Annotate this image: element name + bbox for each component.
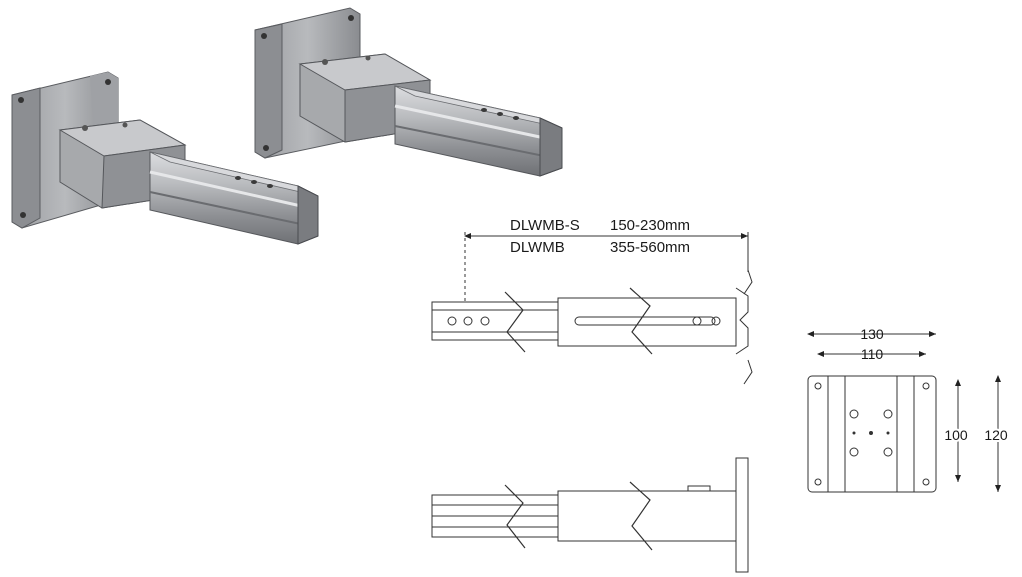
- spec-range-2: 355-560mm: [610, 239, 690, 256]
- bracket-render-right: [254, 7, 563, 177]
- spec-range-1: 150-230mm: [610, 217, 690, 234]
- plate-outer-height-label: 120: [984, 427, 1008, 443]
- bracket-render-left: [11, 71, 319, 245]
- plate-outer-width-label: 130: [860, 326, 884, 342]
- spec-model-1: DLWMB-S: [510, 217, 580, 234]
- plate-inner-width-label: 110: [861, 346, 884, 362]
- plate-inner-height-label: 100: [944, 427, 968, 443]
- spec-model-2: DLWMB: [510, 239, 565, 256]
- top-view-drawing: [431, 232, 753, 385]
- plate-drawing: [807, 331, 1001, 493]
- side-view-drawing: [431, 457, 749, 573]
